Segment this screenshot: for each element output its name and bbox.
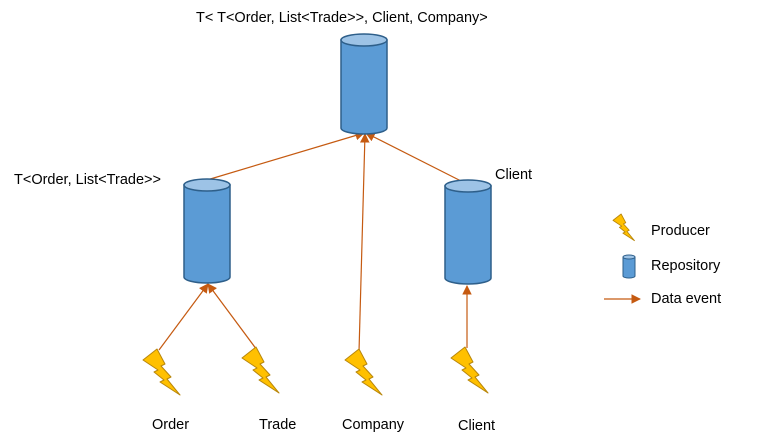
legend-data-event-label: Data event xyxy=(651,291,722,307)
data-event-arrows xyxy=(158,130,641,353)
producer-client-label: Client xyxy=(458,418,496,434)
repository-right xyxy=(444,179,492,285)
producer-company-label: Company xyxy=(342,417,405,433)
lightning-bolt-icon xyxy=(142,348,181,396)
lightning-bolt-icon xyxy=(241,346,280,394)
producer-trade-label: Trade xyxy=(259,417,297,433)
repository-top-label: T< T<Order, List<Trade>>, Client, Compan… xyxy=(196,10,488,26)
legend-repository-label: Repository xyxy=(651,258,721,274)
repository-right-label: Client xyxy=(495,167,533,183)
lightning-bolt-icon xyxy=(344,348,383,396)
cylinder-icon xyxy=(622,254,636,279)
producer-order-label: Order xyxy=(152,417,190,433)
arrow-order-to-left xyxy=(158,283,209,351)
repository-top xyxy=(340,33,388,135)
arrow-right-to-top xyxy=(365,132,464,183)
lightning-bolt-icon xyxy=(612,213,635,242)
repository-left xyxy=(183,178,231,284)
arrow-trade-to-left xyxy=(207,283,258,351)
repository-left-label: T<Order, List<Trade>> xyxy=(14,172,161,188)
lightning-bolt-icon xyxy=(450,346,489,394)
arrow-company-to-top xyxy=(358,133,370,353)
legend-producer-label: Producer xyxy=(651,223,710,239)
arrow-left-to-top xyxy=(206,130,365,181)
